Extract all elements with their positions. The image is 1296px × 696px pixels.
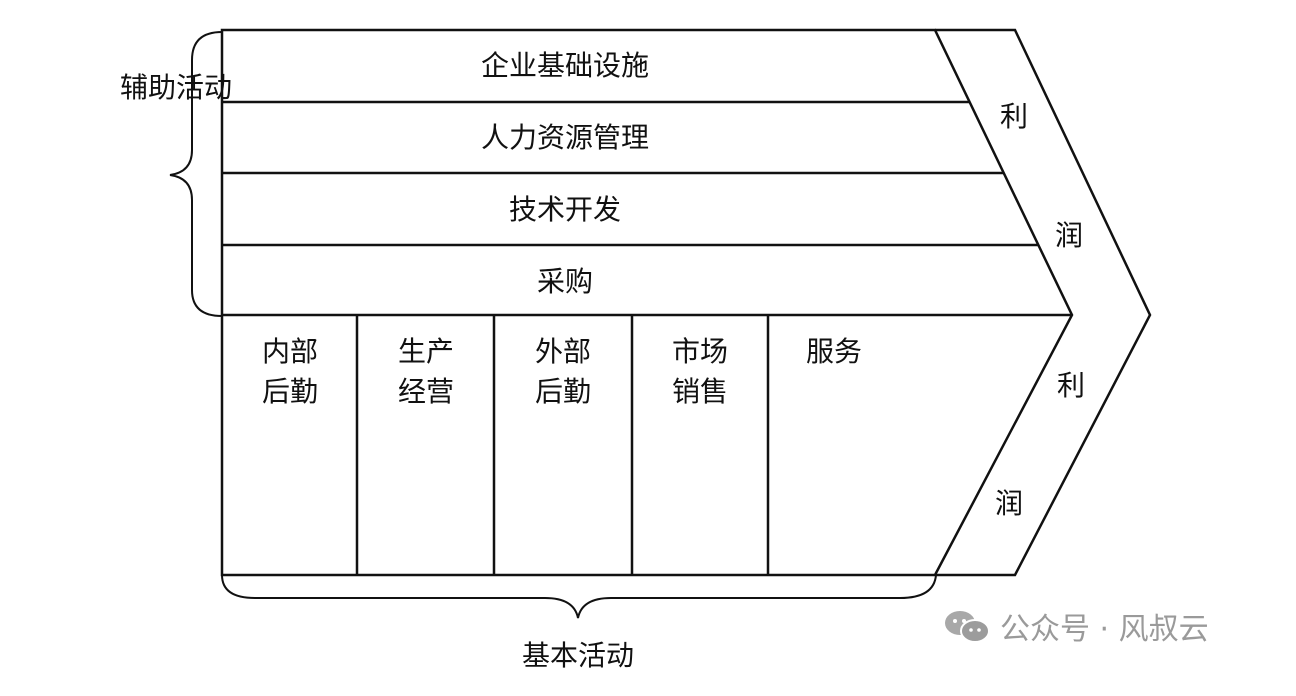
primary-brace: [221, 574, 937, 619]
margin-chevron: [935, 28, 1152, 577]
primary-activity-inbound-l1: 内部: [261, 335, 319, 368]
primary-activity-outbound-l2: 后勤: [534, 375, 592, 408]
support-activity-procurement: 采购: [536, 265, 594, 298]
margin-char: 润: [995, 487, 1024, 520]
primary-activity-operations-l2: 经营: [397, 375, 455, 408]
support-activity-infrastructure: 企业基础设施: [480, 49, 650, 82]
primary-activity-marketing-l1: 市场: [671, 335, 729, 368]
support-brace: [169, 31, 223, 317]
watermark: 公众号 · 风叔云: [942, 604, 1209, 648]
margin-char: 利: [1000, 100, 1029, 133]
primary-activity-outbound-l1: 外部: [534, 335, 592, 368]
wechat-icon: [945, 611, 990, 643]
primary-activity-marketing-l2: 销售: [671, 375, 729, 408]
support-activities-label: 辅助活动: [120, 71, 233, 104]
margin-char: 润: [1055, 219, 1084, 252]
primary-activity-operations-l1: 生产: [397, 335, 455, 368]
primary-activity-inbound-l2: 后勤: [261, 375, 319, 408]
watermark-text: 公众号 · 风叔云: [1000, 612, 1209, 647]
support-activity-hr: 人力资源管理: [480, 121, 650, 154]
primary-activity-service: 服务: [805, 335, 863, 368]
main-frame: [220, 28, 1074, 577]
primary-activities-label: 基本活动: [521, 639, 635, 672]
margin-char: 利: [1057, 369, 1086, 402]
support-activity-tech: 技术开发: [508, 193, 622, 226]
